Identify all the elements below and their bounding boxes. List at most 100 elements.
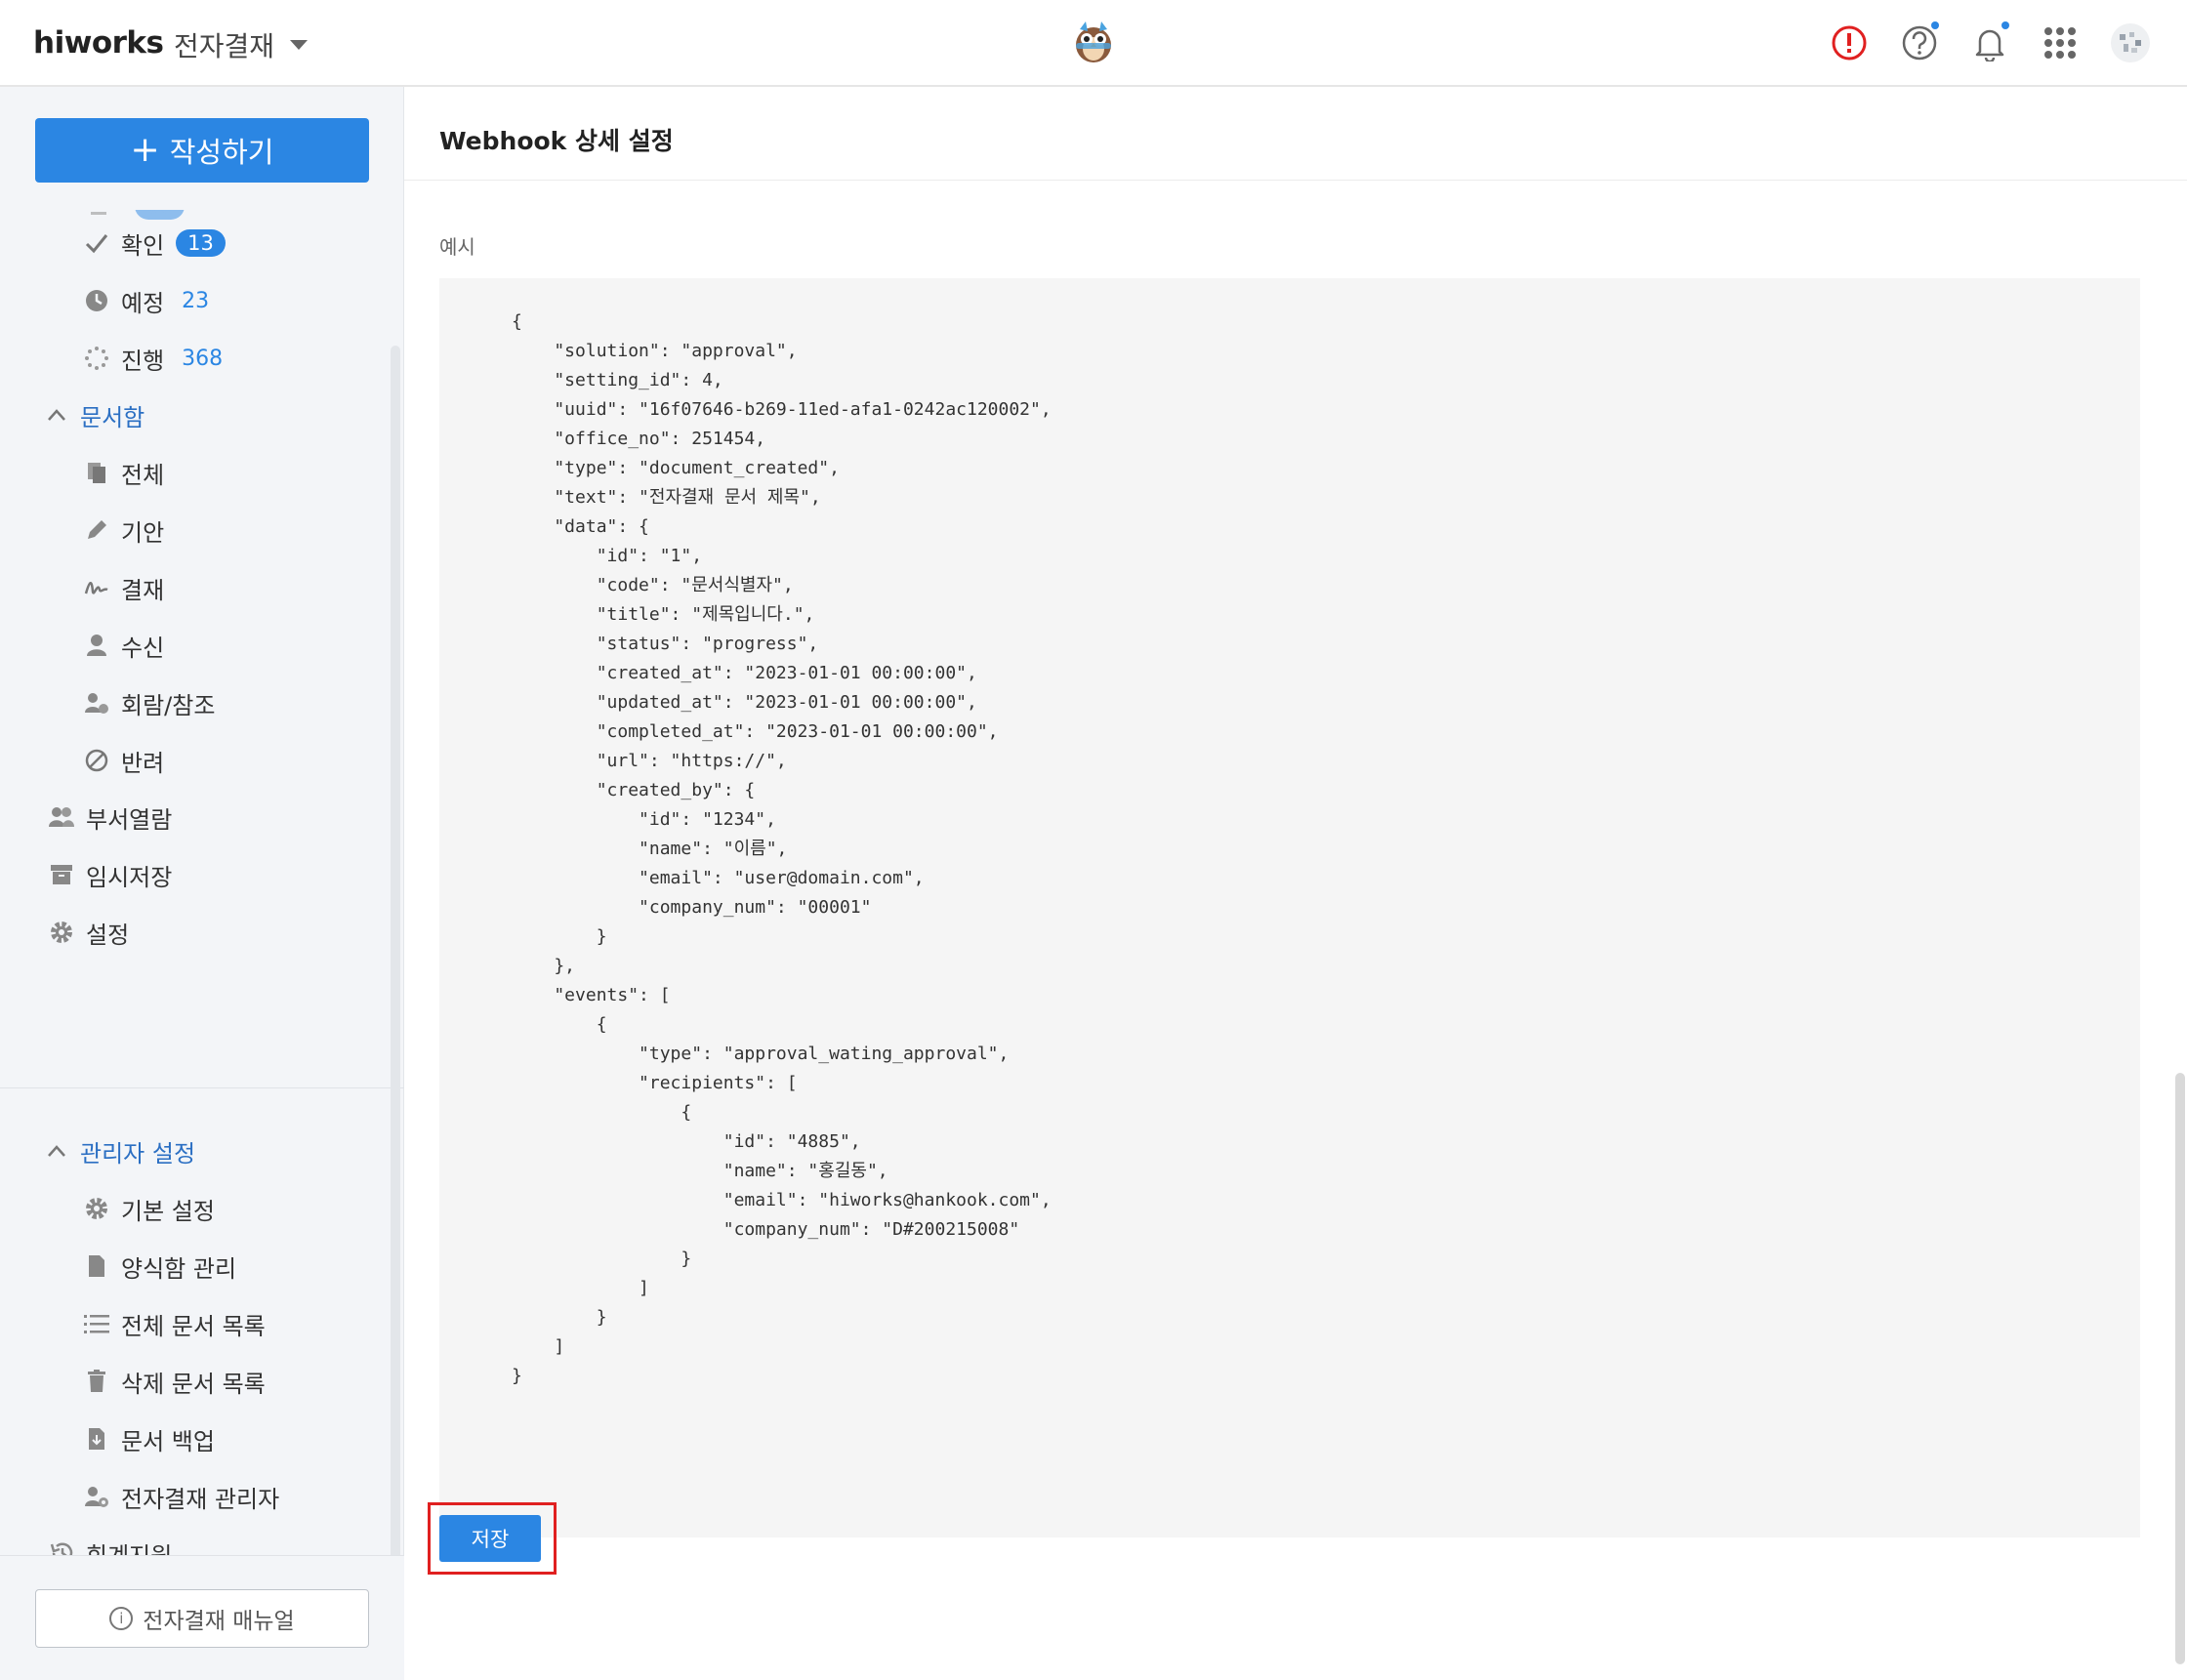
app-switcher[interactable]: 전자결재 — [174, 25, 309, 64]
sidebar-item-all-doc-list[interactable]: 전체 문서 목록 — [82, 1304, 266, 1343]
sidebar-item-approval-admin[interactable]: 전자결재 관리자 — [82, 1477, 279, 1516]
sidebar-footer: i 전자결재 매뉴얼 — [0, 1555, 404, 1680]
manual-button[interactable]: i 전자결재 매뉴얼 — [35, 1589, 369, 1648]
ban-icon — [82, 746, 111, 775]
sidebar-item-label: 임시저장 — [86, 863, 173, 891]
archive-icon — [47, 860, 76, 889]
sidebar-scroll-area[interactable]: 00 확인 13 예정 23 진행 368 문서함 전체 기안 — [0, 210, 404, 1557]
in-progress-count: 368 — [182, 346, 224, 371]
sidebar-item-label: 삭제 문서 목록 — [121, 1370, 266, 1398]
compose-button[interactable]: + 작성하기 — [35, 118, 369, 183]
help-icon[interactable] — [1898, 21, 1941, 64]
file-download-icon — [82, 1424, 111, 1454]
sidebar: + 작성하기 00 확인 13 예정 23 진행 368 문서함 — [0, 87, 404, 1680]
section-admin[interactable]: 관리자 설정 — [47, 1131, 195, 1170]
sidebar-item-scheduled[interactable]: 예정 23 — [82, 281, 209, 320]
sidebar-item-deleted-doc-list[interactable]: 삭제 문서 목록 — [82, 1362, 266, 1401]
trash-icon — [82, 1367, 111, 1396]
sidebar-item-label: 설정 — [86, 921, 130, 949]
sidebar-item-label: 전체 문서 목록 — [121, 1312, 266, 1340]
list-icon — [84, 210, 113, 221]
sidebar-item-label: 수신 — [121, 634, 165, 662]
caret-down-icon — [290, 40, 309, 50]
sidebar-item-in-progress[interactable]: 진행 368 — [82, 339, 223, 378]
page-title: Webhook 상세 설정 — [439, 127, 674, 155]
sidebar-item-label: 회계지원 — [86, 1541, 173, 1558]
sidebar-item-dept-view[interactable]: 부서열람 — [47, 798, 172, 837]
user-share-icon — [82, 688, 111, 717]
sidebar-item-circulation[interactable]: 회람/참조 — [82, 683, 215, 722]
sidebar-item-label: 부서열람 — [86, 805, 173, 834]
scheduled-count: 23 — [182, 288, 210, 313]
section-docbox[interactable]: 문서함 — [47, 395, 144, 434]
user-gear-icon — [82, 1482, 111, 1511]
sidebar-item-label: 반려 — [121, 749, 165, 777]
bell-notify-dot — [2001, 21, 2009, 29]
sidebar-item-rejected[interactable]: 반려 — [82, 741, 164, 780]
sidebar-item-label: 전체 — [121, 461, 165, 489]
clock-icon — [82, 286, 111, 315]
example-code: { "solution": "approval", "setting_id": … — [512, 311, 1052, 1386]
save-highlight-box — [428, 1502, 557, 1575]
info-icon: i — [109, 1607, 134, 1630]
user-icon — [82, 631, 111, 660]
bell-icon[interactable] — [1968, 21, 2011, 64]
sidebar-item-label: 양식함 관리 — [121, 1254, 237, 1283]
sidebar-item-label: 확인 — [121, 231, 165, 260]
sidebar-item-label: 회람/참조 — [121, 691, 216, 719]
sidebar-item-accounting[interactable]: 회계지원 — [47, 1534, 172, 1557]
users-icon — [47, 802, 76, 832]
help-notify-dot — [1931, 21, 1939, 29]
documents-icon — [82, 458, 111, 487]
sidebar-scrollbar[interactable] — [391, 346, 400, 1615]
sidebar-item-draft[interactable]: 기안 — [82, 511, 164, 550]
sidebar-item-label: 결재 — [121, 576, 165, 604]
section-title: 문서함 — [80, 403, 145, 431]
sidebar-item-received[interactable]: 수신 — [82, 626, 164, 665]
list-icon — [82, 1309, 111, 1338]
sidebar-item-settings[interactable]: 설정 — [47, 913, 129, 952]
plus-icon: + — [130, 130, 160, 170]
sidebar-divider — [0, 1087, 404, 1088]
sidebar-item-basic-settings[interactable]: 기본 설정 — [82, 1189, 215, 1228]
compose-label: 작성하기 — [169, 136, 274, 169]
sidebar-item-label: 기본 설정 — [121, 1197, 215, 1225]
avatar[interactable] — [2109, 21, 2152, 64]
hiworks-logo[interactable]: hiworks — [33, 25, 164, 61]
alert-icon[interactable] — [1828, 21, 1871, 64]
top-icons — [1800, 21, 2152, 64]
file-icon — [82, 1251, 111, 1281]
sidebar-item-doc-backup[interactable]: 문서 백업 — [82, 1419, 215, 1458]
apps-grid-icon[interactable] — [2039, 21, 2082, 64]
sidebar-item-partial: 00 — [84, 210, 185, 225]
example-code-block: { "solution": "approval", "setting_id": … — [439, 278, 2140, 1537]
chevron-up-icon — [47, 1139, 72, 1163]
main-content: Webhook 상세 설정 예시 { "solution": "approval… — [404, 87, 2187, 1680]
sidebar-item-approval[interactable]: 결재 — [82, 568, 164, 607]
sidebar-item-label: 기안 — [121, 518, 165, 547]
pencil-icon — [82, 515, 111, 545]
main-scrollbar[interactable] — [2175, 1073, 2185, 1664]
partial-badge: 00 — [135, 210, 185, 220]
example-label: 예시 — [439, 235, 475, 259]
top-bar: hiworks 전자결재 — [0, 0, 2187, 87]
sidebar-item-label: 전자결재 관리자 — [121, 1485, 280, 1513]
signature-icon — [82, 573, 111, 602]
gear-icon — [82, 1194, 111, 1223]
spinner-icon — [82, 344, 111, 373]
section-title: 관리자 설정 — [80, 1139, 196, 1168]
save-button[interactable]: 저장 — [439, 1515, 541, 1562]
confirm-count-badge: 13 — [176, 229, 226, 257]
sidebar-item-confirm[interactable]: 확인 13 — [82, 224, 226, 263]
sidebar-item-all[interactable]: 전체 — [82, 453, 164, 492]
chevron-up-icon — [47, 403, 72, 427]
gear-icon — [47, 918, 76, 947]
app-name: 전자결재 — [174, 30, 275, 62]
sidebar-item-temp-save[interactable]: 임시저장 — [47, 855, 172, 894]
sidebar-item-form-manage[interactable]: 양식함 관리 — [82, 1247, 236, 1286]
owl-mascot-icon[interactable] — [1072, 20, 1115, 64]
title-divider — [404, 180, 2187, 181]
sidebar-item-label: 예정 — [121, 289, 165, 317]
manual-label: 전자결재 매뉴얼 — [143, 1609, 295, 1634]
check-icon — [82, 228, 111, 258]
